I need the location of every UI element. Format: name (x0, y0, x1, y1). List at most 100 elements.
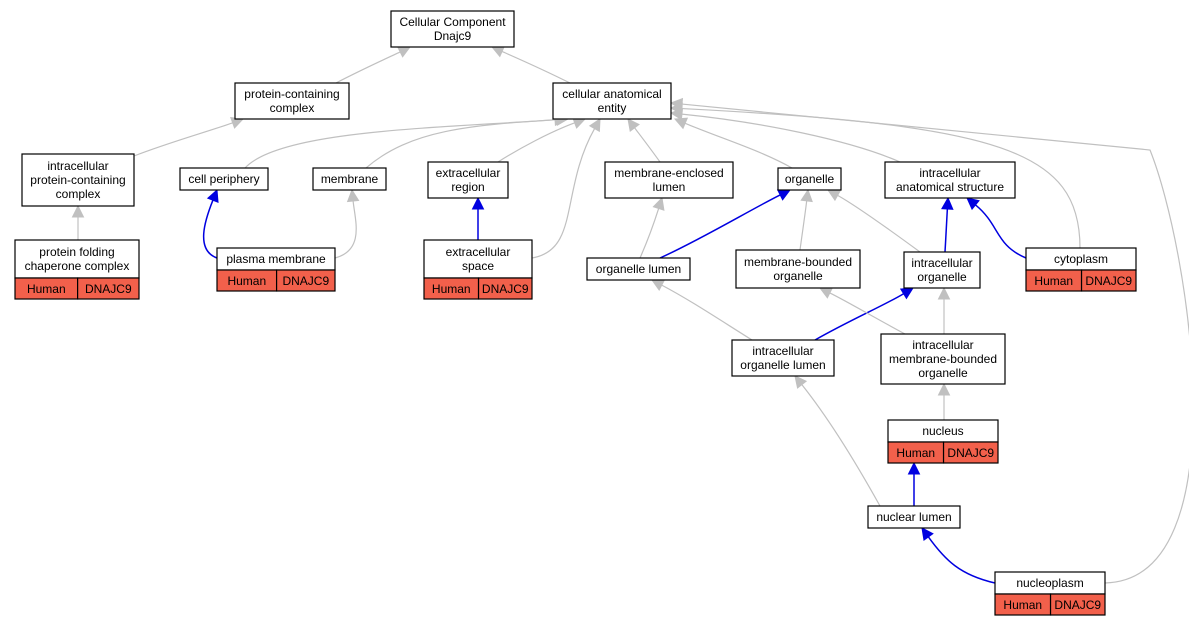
node-mem[interactable]: membrane (312, 167, 387, 191)
is-a-edge-line (334, 200, 357, 259)
gene-cell (1080, 269, 1137, 292)
edge-nuc-to-imbo (937, 382, 951, 420)
part-of-edge-line (927, 536, 996, 584)
is-a-edge-line (681, 103, 1189, 584)
edge-np-to-nl (921, 527, 996, 584)
edge-iol-to-ol (651, 279, 753, 341)
gene-label: DNAJC9 (282, 274, 329, 288)
gene-cell (477, 277, 533, 300)
edge-cae-to-root (490, 45, 571, 84)
node-label-line: protein-containing (244, 87, 339, 101)
gene-label: DNAJC9 (947, 446, 994, 460)
arrowhead-icon (669, 97, 684, 111)
is-a-edge-line (497, 122, 575, 163)
node-label-line: membrane (321, 172, 379, 186)
part-of-edge-line (944, 208, 949, 253)
node-label-line: nuclear lumen (876, 510, 951, 524)
node-ol[interactable]: organelle lumen (586, 257, 691, 281)
gene-cell (1049, 593, 1106, 616)
gene-label: DNAJC9 (1085, 274, 1132, 288)
arrowhead-icon (490, 45, 506, 58)
node-box (21, 153, 135, 207)
is-a-edge-line (133, 122, 233, 157)
node-label-line: chaperone complex (25, 259, 130, 273)
gene-label: DNAJC9 (85, 282, 132, 296)
node-box (884, 161, 1016, 199)
gene-cell (942, 441, 999, 464)
node-box (735, 249, 861, 289)
node-org[interactable]: organelle (777, 167, 842, 191)
node-label-line: complex (56, 187, 101, 201)
species-label: Human (896, 446, 935, 460)
node-label-line: extracellular (446, 245, 511, 259)
node-label-line: nucleus (922, 424, 963, 438)
is-a-edge-line (365, 119, 558, 169)
arrowhead-icon (937, 382, 951, 396)
node-label-line: cytoplasm (1054, 252, 1108, 266)
edge-ias-to-cae (669, 107, 901, 163)
edge-mem-to-cae (365, 113, 570, 169)
node-label-line: cell periphery (188, 172, 259, 186)
edge-ol-to-mel (639, 196, 665, 259)
node-cp[interactable]: cell periphery (179, 167, 269, 191)
is-a-edge-line (801, 384, 881, 507)
edge-imbo-to-io (937, 286, 951, 334)
node-label-line: intracellular (47, 159, 108, 173)
node-box (552, 82, 672, 120)
arrowhead-icon (921, 527, 934, 542)
node-box (731, 339, 835, 377)
arrowhead-icon (652, 196, 665, 211)
node-label-line: intracellular (752, 344, 813, 358)
is-a-edge-line (531, 128, 596, 259)
edge-np-to-cae (669, 97, 1189, 584)
edge-pm-to-cp (202, 188, 219, 259)
edge-nl-to-nuc (907, 461, 921, 507)
node-label-line: protein folding (39, 245, 114, 259)
node-nl[interactable]: nuclear lumen (867, 505, 961, 529)
node-label-line: intracellular (919, 166, 980, 180)
edge-pm-to-mem (334, 188, 360, 259)
arrowhead-icon (588, 118, 601, 133)
node-label-line: Cellular Component (399, 15, 506, 29)
is-a-edge-line (799, 200, 808, 251)
node-label-line: organelle lumen (596, 262, 681, 276)
edge-io-to-org (827, 189, 921, 253)
node-label-line: organelle (773, 269, 823, 283)
node-label-line: protein-containing (30, 173, 125, 187)
arrowhead-icon (800, 188, 813, 203)
is-a-edge-line (661, 284, 753, 341)
arrowhead-icon (966, 197, 980, 211)
species-label: Human (1003, 598, 1042, 612)
edge-org-to-cae (673, 117, 793, 169)
is-a-edge-line (681, 113, 901, 163)
gene-cell (77, 277, 140, 300)
edge-es-to-cae (531, 118, 601, 259)
node-box (390, 10, 515, 48)
arrowhead-icon (71, 204, 85, 218)
part-of-edge-line (659, 194, 781, 259)
part-of-edge-line (814, 293, 904, 341)
arrowhead-icon (206, 188, 219, 204)
node-label-line: entity (598, 101, 627, 115)
edge-pfcc-to-ipcc (71, 204, 85, 241)
node-label-line: intracellular (912, 338, 973, 352)
